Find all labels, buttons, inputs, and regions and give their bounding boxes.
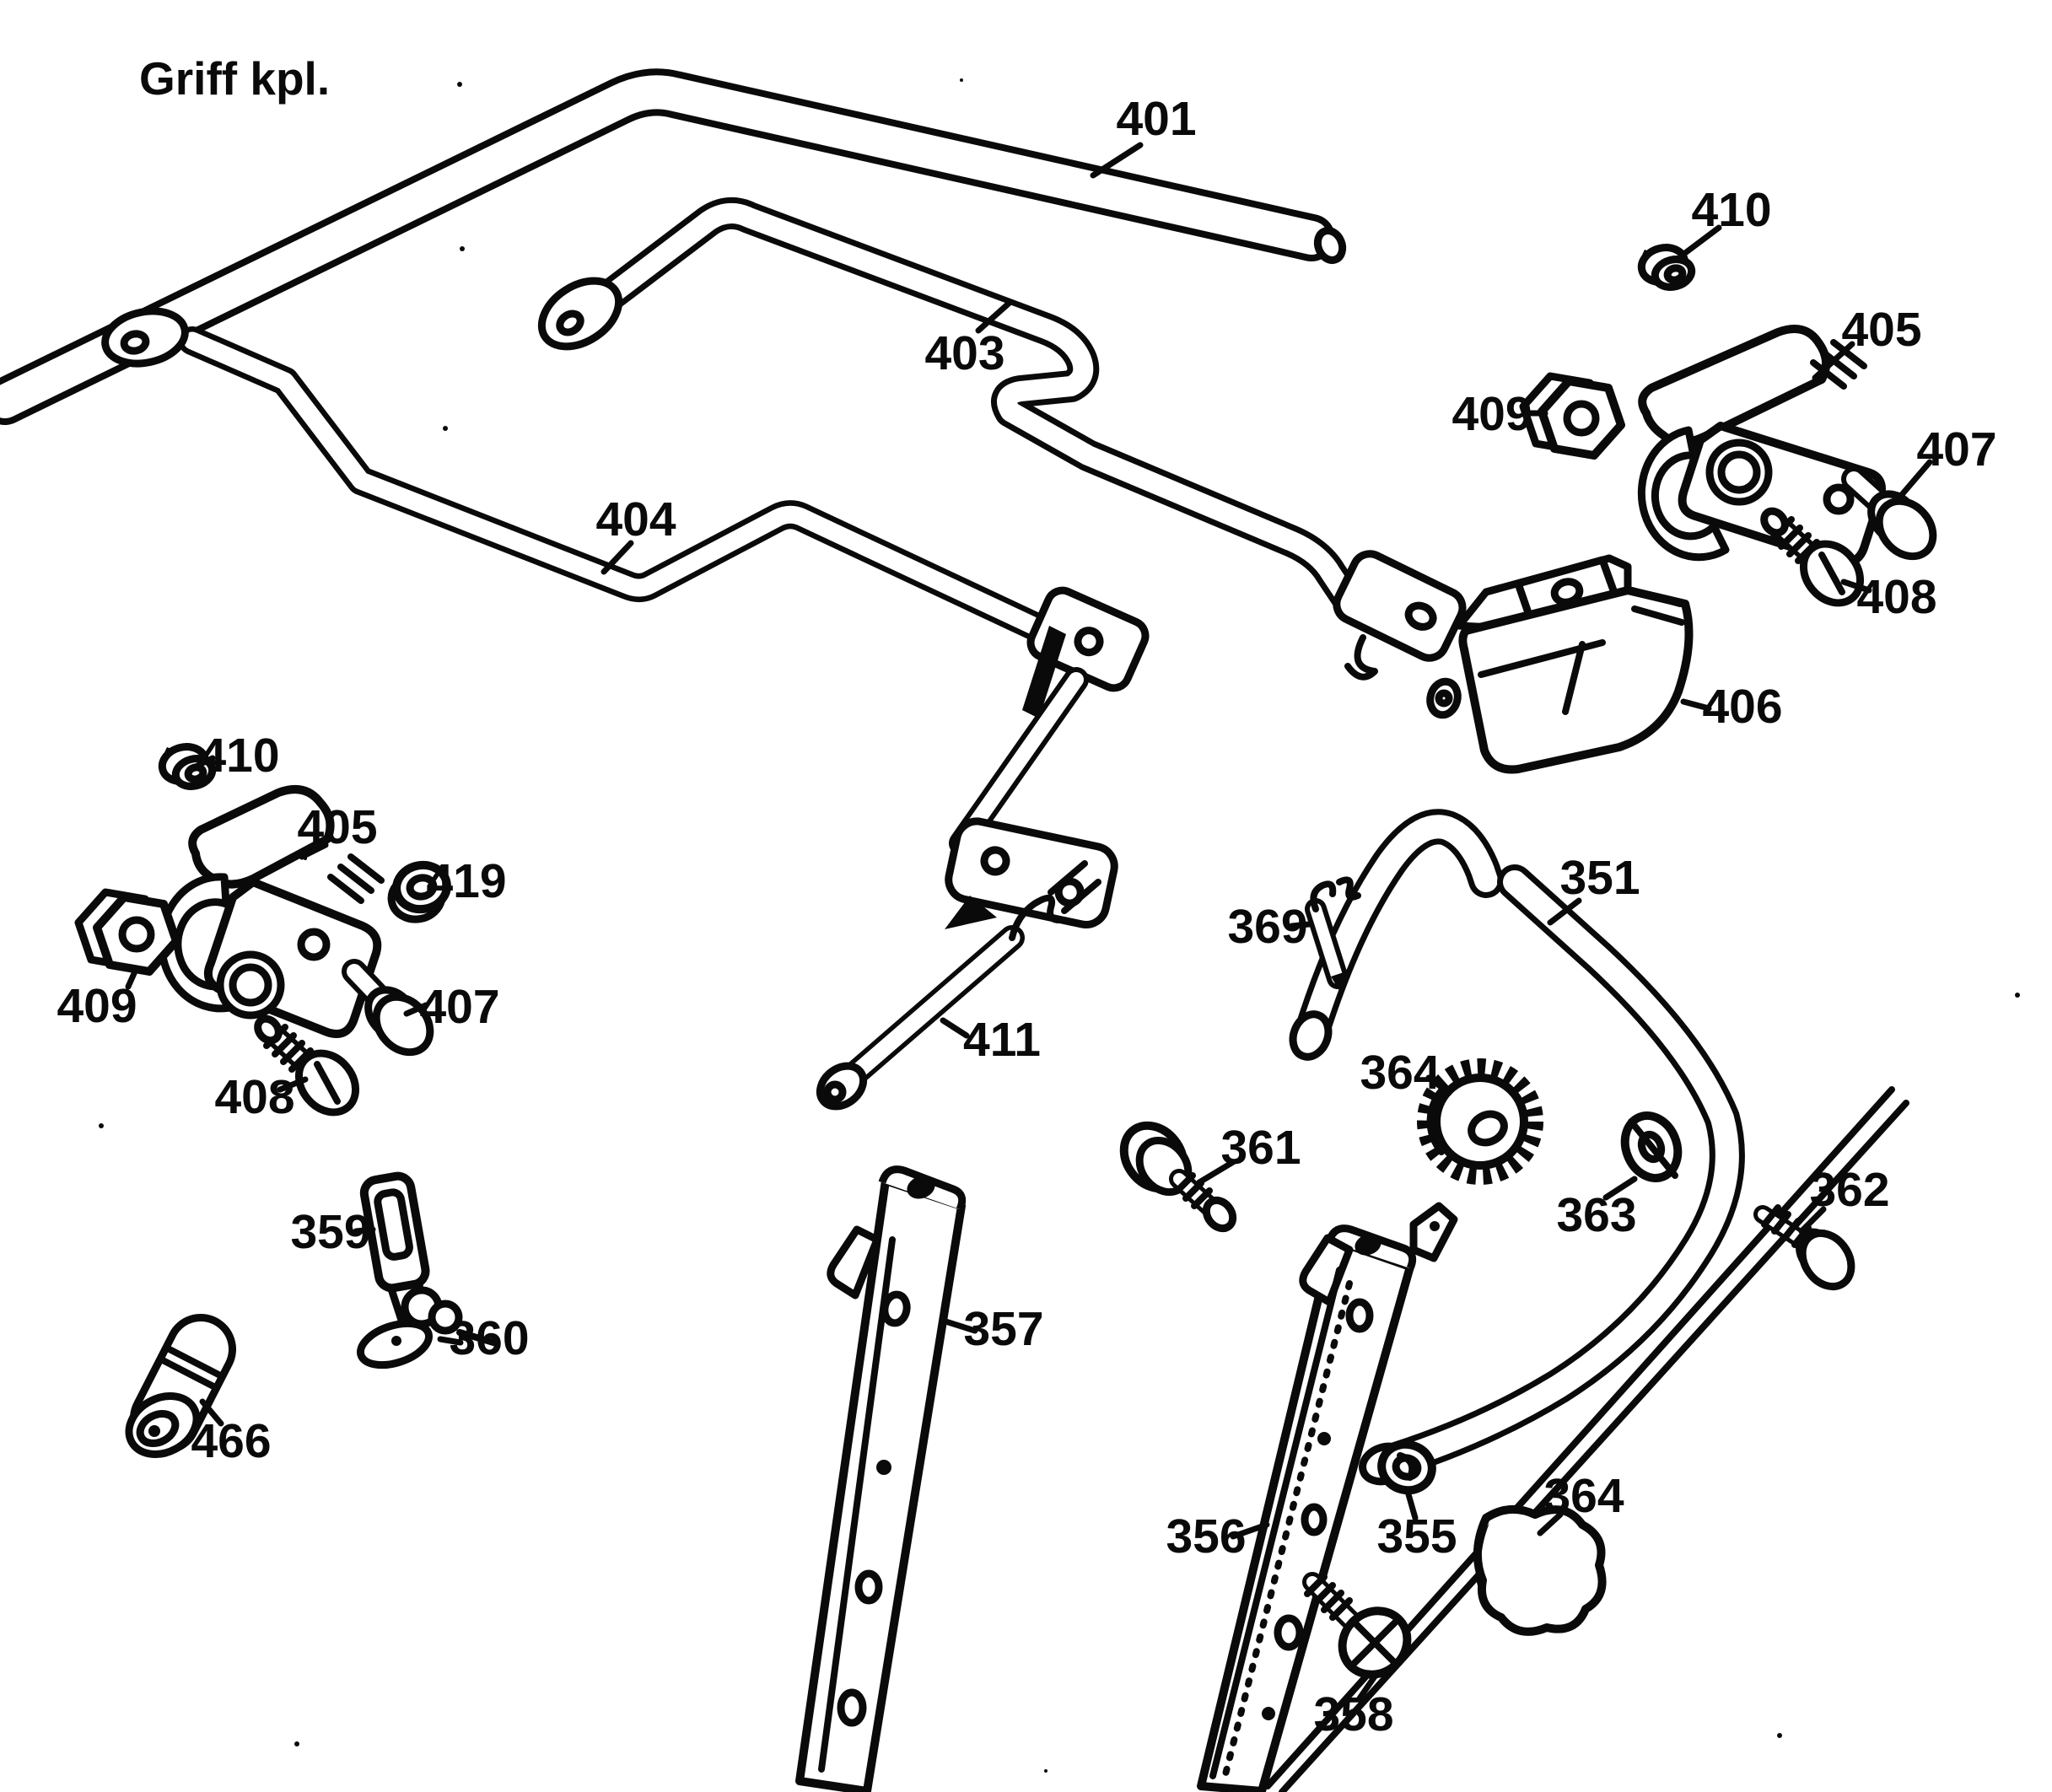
callout-405-left: 405	[297, 800, 377, 854]
part-466-grip-sleeve	[125, 1314, 236, 1458]
callout-356: 356	[1166, 1509, 1246, 1563]
callout-466: 466	[191, 1414, 271, 1468]
callout-406: 406	[1702, 680, 1782, 734]
callout-364-knob: 364	[1543, 1469, 1624, 1523]
callout-362: 362	[1809, 1163, 1889, 1217]
callout-358: 358	[1313, 1687, 1393, 1741]
callout-369: 369	[1227, 900, 1307, 954]
callout-419: 419	[426, 854, 506, 908]
part-419-nut	[387, 860, 451, 923]
arm-notch-hook	[827, 1225, 881, 1300]
callout-409-right: 409	[1451, 387, 1532, 441]
callout-405-right: 405	[1841, 303, 1921, 357]
part-357-handle-arm-left	[795, 1165, 967, 1792]
rod-end-clevis	[1333, 550, 1467, 662]
part-409-hex-nut-left	[74, 888, 180, 976]
callout-407-right: 407	[1916, 422, 1996, 476]
callout-401: 401	[1116, 92, 1196, 146]
callout-360: 360	[449, 1311, 529, 1365]
part-404-lower-link	[945, 667, 1118, 929]
part-406-guide-bracket	[1426, 554, 1694, 774]
callout-410-right: 410	[1691, 183, 1771, 237]
callout-403: 403	[924, 326, 1004, 380]
clamp-jaw	[1637, 426, 1730, 562]
part-405-clamp-right	[1637, 325, 1886, 568]
part-360-latch-lever	[356, 1286, 497, 1370]
rod-hook	[1009, 895, 1063, 941]
part-364-star-knob	[1473, 1505, 1607, 1636]
callout-361: 361	[1220, 1121, 1301, 1175]
callout-359: 359	[290, 1205, 370, 1259]
diagram-title: Griff kpl.	[139, 52, 330, 105]
callout-labels: 401 403 404 410 405 419 409 407 408 411 …	[57, 92, 1996, 1741]
part-356-handle-arm-right	[1197, 1202, 1458, 1792]
part-369-retainer-clip	[1305, 876, 1361, 993]
part-362-screw	[1753, 1204, 1855, 1291]
callout-404: 404	[595, 492, 676, 546]
part-401-upper-handle-tube	[0, 68, 1347, 425]
part-404-handle-rod	[101, 307, 1150, 718]
arm-notch-hook	[1299, 1234, 1354, 1306]
callout-363: 363	[1556, 1188, 1636, 1242]
callout-leader-lines	[125, 142, 1933, 1702]
callout-351: 351	[1559, 851, 1640, 905]
part-403-handle-rod	[537, 196, 1467, 681]
scan-speckles	[99, 78, 2020, 1773]
part-355-locknut	[1377, 1440, 1436, 1495]
part-410-flange-nut-right	[1637, 244, 1696, 291]
part-363-notched-washer	[1620, 1111, 1683, 1182]
callout-409-left: 409	[57, 979, 137, 1033]
part-407-bolt-right	[1841, 466, 1937, 561]
callout-408-left: 408	[214, 1070, 294, 1124]
part-361-screw	[1119, 1121, 1237, 1233]
callout-407-left: 407	[419, 980, 499, 1034]
part-405-clamp-left	[157, 785, 385, 1038]
clamp-cylinder	[1638, 325, 1831, 447]
part-358-phillips-screw	[1302, 1572, 1412, 1679]
callout-364-gear: 364	[1360, 1046, 1440, 1100]
part-364-adjuster-gear	[1417, 1058, 1543, 1185]
callout-410-left: 410	[199, 729, 279, 783]
part-408-screw-left	[254, 1014, 360, 1117]
callout-408-right: 408	[1856, 570, 1936, 624]
part-408-screw-right	[1760, 507, 1865, 607]
callout-357: 357	[963, 1302, 1043, 1356]
part-411-brake-rod	[816, 860, 1101, 1111]
callout-355: 355	[1376, 1509, 1457, 1563]
callout-411: 411	[963, 1013, 1041, 1067]
